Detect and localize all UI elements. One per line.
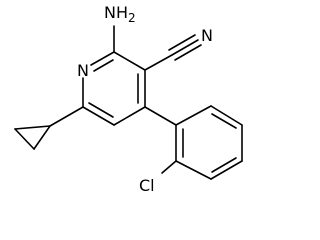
bond-c5-c6-inner [88, 102, 114, 118]
chlorophenyl-group [144, 105, 243, 180]
bond-n1-c2-inner [93, 59, 114, 72]
chemical-structure: NH2 N N Cl [14, 3, 243, 195]
bond-cyclopropyl-1 [14, 125, 51, 130]
bond-ph-2-inner [211, 113, 237, 129]
ring-nitrogen-label: N [77, 61, 89, 80]
bond-n1-c2 [90, 51, 115, 66]
bond-cyclopropyl-2 [14, 128, 35, 150]
bond-ph-cl [161, 160, 177, 174]
amino-label: NH2 [104, 3, 136, 25]
bond-triple-3 [174, 44, 202, 61]
bond-c4-c5 [113, 106, 146, 126]
nitrile-nitrogen-label: N [201, 26, 213, 45]
bond-c2-c3 [113, 51, 146, 71]
bond-triple-1 [171, 39, 199, 56]
bond-ph-4 [210, 160, 243, 180]
pyridine-ring [82, 51, 146, 126]
amino-label-main: NH [104, 3, 128, 22]
bond-c5-c6 [82, 106, 115, 126]
cyclopropyl-group [14, 106, 84, 150]
bond-c6-cyclopropyl [49, 106, 84, 127]
bond-c3-cn [144, 54, 173, 71]
bond-cyclopropyl-3 [33, 125, 51, 150]
amino-label-subscript: 2 [128, 11, 136, 25]
bond-ph-4-inner [211, 157, 237, 173]
bond-c4-phenyl [144, 106, 177, 126]
bond-ph-5 [175, 160, 212, 180]
bond-ph-2 [210, 105, 243, 126]
bond-ph-1 [175, 105, 212, 126]
nitrile-group [144, 34, 202, 71]
bond-triple-2 [168, 34, 196, 51]
chlorine-label: Cl [139, 176, 155, 195]
